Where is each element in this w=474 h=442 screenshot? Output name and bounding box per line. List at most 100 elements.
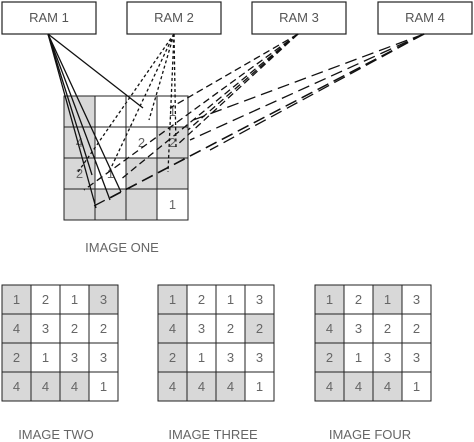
cell-value: 4 — [355, 379, 362, 394]
grid-cell — [1, 371, 32, 402]
connections-ram-4 — [89, 33, 425, 209]
cell-value: 4 — [42, 379, 49, 394]
grid-cell — [244, 371, 275, 402]
cell-value: 4 — [76, 135, 83, 150]
cell-value: 3 — [256, 292, 263, 307]
grid-cell — [244, 313, 275, 344]
cell-value: 3 — [100, 292, 107, 307]
grid-cell — [186, 284, 217, 315]
cell-value: 1 — [169, 292, 176, 307]
image-two-caption: IMAGE TWO — [18, 427, 94, 442]
ram-label: RAM 2 — [154, 10, 194, 25]
grid-cell — [1, 342, 32, 373]
cell-value: 1 — [256, 379, 263, 394]
connections-ram-1 — [47, 33, 144, 209]
grid-cell — [94, 126, 127, 159]
cell-value: 2 — [42, 292, 49, 307]
grid-cell — [63, 126, 96, 159]
cell-value: 3 — [413, 350, 420, 365]
grid-cell — [401, 342, 432, 373]
ram-boxes: RAM 1 RAM 2 RAM 3 RAM 4 — [1, 1, 473, 35]
cell-value: 3 — [100, 350, 107, 365]
ram-box-3: RAM 3 — [251, 1, 347, 35]
grid-cell — [186, 342, 217, 373]
ram-box-frame — [251, 1, 347, 35]
connections-ram-2 — [77, 33, 177, 173]
grid-cell — [401, 371, 432, 402]
connection-line — [175, 33, 299, 147]
cell-value: 4 — [326, 379, 333, 394]
connection-line — [109, 33, 425, 199]
cell-value: 4 — [169, 321, 176, 336]
grid-cell — [215, 313, 246, 344]
cell-value: 2 — [326, 350, 333, 365]
cell-value: 2 — [76, 166, 83, 181]
connection-line — [173, 33, 177, 149]
grid-cell — [125, 188, 158, 221]
cell-value: 3 — [413, 292, 420, 307]
grid-cell — [30, 284, 61, 315]
cell-value: 1 — [71, 292, 78, 307]
grid-cell — [1, 284, 32, 315]
grid-cell — [401, 313, 432, 344]
grid-cell — [1, 313, 32, 344]
cell-value: 1 — [169, 197, 176, 212]
cell-value: 1 — [413, 379, 420, 394]
grid-cell — [314, 284, 345, 315]
ram-box-frame — [377, 1, 473, 35]
cell-value: 4 — [326, 321, 333, 336]
cell-value: 2 — [100, 321, 107, 336]
connection-line — [77, 33, 175, 173]
ram-box-4: RAM 4 — [377, 1, 473, 35]
grid-cell — [372, 284, 403, 315]
image-four-caption: IMAGE FOUR — [329, 427, 411, 442]
image-one-caption: IMAGE ONE — [85, 240, 159, 255]
connection-line — [189, 33, 425, 141]
connection-line — [47, 33, 111, 201]
grid-cell — [30, 313, 61, 344]
cell-value: 2 — [384, 321, 391, 336]
connection-line — [167, 33, 175, 173]
cell-value: 1 — [169, 104, 176, 119]
grid-cell — [157, 371, 188, 402]
cell-value: 1 — [13, 292, 20, 307]
cell-value: 1 — [100, 379, 107, 394]
connection-line — [83, 33, 299, 191]
grid-cell — [88, 371, 119, 402]
ram-box-frame — [126, 1, 222, 35]
cell-value: 3 — [384, 350, 391, 365]
connection-lines — [47, 33, 425, 209]
connection-line — [47, 33, 144, 109]
cell-value: 4 — [227, 379, 234, 394]
cell-value: 3 — [71, 350, 78, 365]
cell-value: 2 — [169, 135, 176, 150]
grid-cell — [30, 371, 61, 402]
cell-value: 1 — [227, 292, 234, 307]
grid-cell — [94, 188, 127, 221]
cell-value: 2 — [13, 350, 20, 365]
ram-label: RAM 1 — [29, 10, 69, 25]
grid-cell — [343, 342, 374, 373]
grid-cell — [401, 284, 432, 315]
connection-line — [187, 33, 425, 123]
cell-value: 2 — [198, 292, 205, 307]
cell-value: 3 — [256, 350, 263, 365]
cell-value: 4 — [198, 379, 205, 394]
connection-line — [47, 33, 122, 193]
cell-value: 4 — [169, 379, 176, 394]
grid-cell — [343, 284, 374, 315]
cell-value: 2 — [413, 321, 420, 336]
cell-value: 2 — [71, 321, 78, 336]
grid-cell — [372, 342, 403, 373]
grid-cell — [88, 284, 119, 315]
connection-line — [148, 33, 175, 121]
cell-value: 4 — [384, 379, 391, 394]
ram-box-frame — [1, 1, 97, 35]
grid-cell — [372, 313, 403, 344]
grid-cell — [186, 371, 217, 402]
grid-cell — [125, 95, 158, 128]
grid-cell — [314, 313, 345, 344]
